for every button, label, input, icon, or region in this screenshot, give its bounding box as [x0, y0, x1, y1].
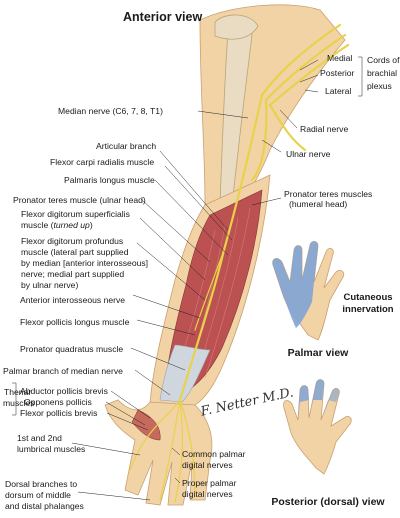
label-medial-cord: Medial: [327, 53, 353, 63]
label-pronator-teres-humeral-1: Pronator teres muscles: [284, 189, 373, 199]
label-fdp-3: by median [anterior interosseous]: [21, 258, 149, 268]
label-thenar: Thenar: [4, 387, 32, 397]
label-posterior-view: Posterior (dorsal) view: [271, 496, 385, 508]
label-muscles: muscles: [3, 398, 35, 408]
dorsal-inset: [283, 379, 352, 475]
shoulder-bone: [214, 14, 259, 40]
label-lumbricals-1: 1st and 2nd: [17, 433, 62, 443]
label-anterior-interosseous: Anterior interosseous nerve: [20, 295, 126, 305]
label-cords-of: Cords of: [367, 55, 400, 65]
label-palmar-branch: Palmar branch of median nerve: [3, 366, 123, 376]
page-title: Anterior view: [123, 10, 203, 24]
label-dorsal-branches-1: Dorsal branches to: [5, 479, 78, 489]
label-proper-palmar-2: digital nerves: [182, 489, 233, 499]
label-pronator-teres-humeral-2: (humeral head): [289, 199, 348, 209]
label-radial-nerve: Radial nerve: [300, 124, 349, 134]
label-dorsal-branches-3: and distal phalanges: [5, 501, 84, 511]
label-cutaneous: Cutaneous: [343, 292, 393, 303]
label-brachial: brachial: [367, 68, 398, 78]
label-lateral-cord: Lateral: [325, 86, 352, 96]
hand-skin: [104, 399, 213, 506]
label-fds-2: muscle (turned up): [21, 220, 93, 230]
label-median-nerve: Median nerve (C6, 7, 8, T1): [58, 106, 163, 116]
label-common-palmar-2: digital nerves: [182, 460, 233, 470]
label-flexor-carpi-radialis: Flexor carpi radialis muscle: [50, 157, 155, 167]
palmar-inset: [272, 240, 345, 341]
label-pronator-quadratus: Pronator quadratus muscle: [20, 344, 124, 354]
label-abductor-pollicis-brevis: Abductor pollicis brevis: [20, 386, 108, 396]
label-common-palmar-1: Common palmar: [182, 449, 246, 459]
label-fdp-1: Flexor digitorum profundus: [21, 236, 124, 246]
label-lumbricals-2: lumbrical muscles: [17, 444, 86, 454]
label-opponens-pollicis: Opponens pollicis: [24, 397, 92, 407]
label-plexus: plexus: [367, 81, 392, 91]
label-flexor-pollicis-brevis: Flexor pollicis brevis: [20, 408, 98, 418]
label-fdp-5: by ulnar nerve): [21, 280, 79, 290]
label-flexor-pollicis-longus: Flexor pollicis longus muscle: [20, 317, 130, 327]
tendons: [159, 344, 211, 403]
label-proper-palmar-1: Proper palmar: [182, 478, 237, 488]
label-posterior-cord: Posterior: [320, 68, 355, 78]
label-ulnar-nerve: Ulnar nerve: [286, 149, 331, 159]
label-fdp-2: muscle (lateral part supplied: [21, 247, 129, 257]
label-palmar-view: Palmar view: [287, 347, 349, 359]
label-palmaris-longus: Palmaris longus muscle: [64, 175, 155, 185]
label-fds-1: Flexor digitorum superficialis: [21, 209, 130, 219]
leader-lines: [12, 56, 363, 501]
label-innervation: innervation: [342, 304, 394, 315]
label-fdp-4: nerve; medial part supplied: [21, 269, 125, 279]
label-pronator-teres-ulnar: Pronator teres muscle (ulnar head): [13, 195, 146, 205]
label-articular-branch: Articular branch: [96, 141, 157, 151]
label-dorsal-branches-2: dorsum of middle: [5, 490, 71, 500]
thenar-muscle: [131, 409, 161, 441]
